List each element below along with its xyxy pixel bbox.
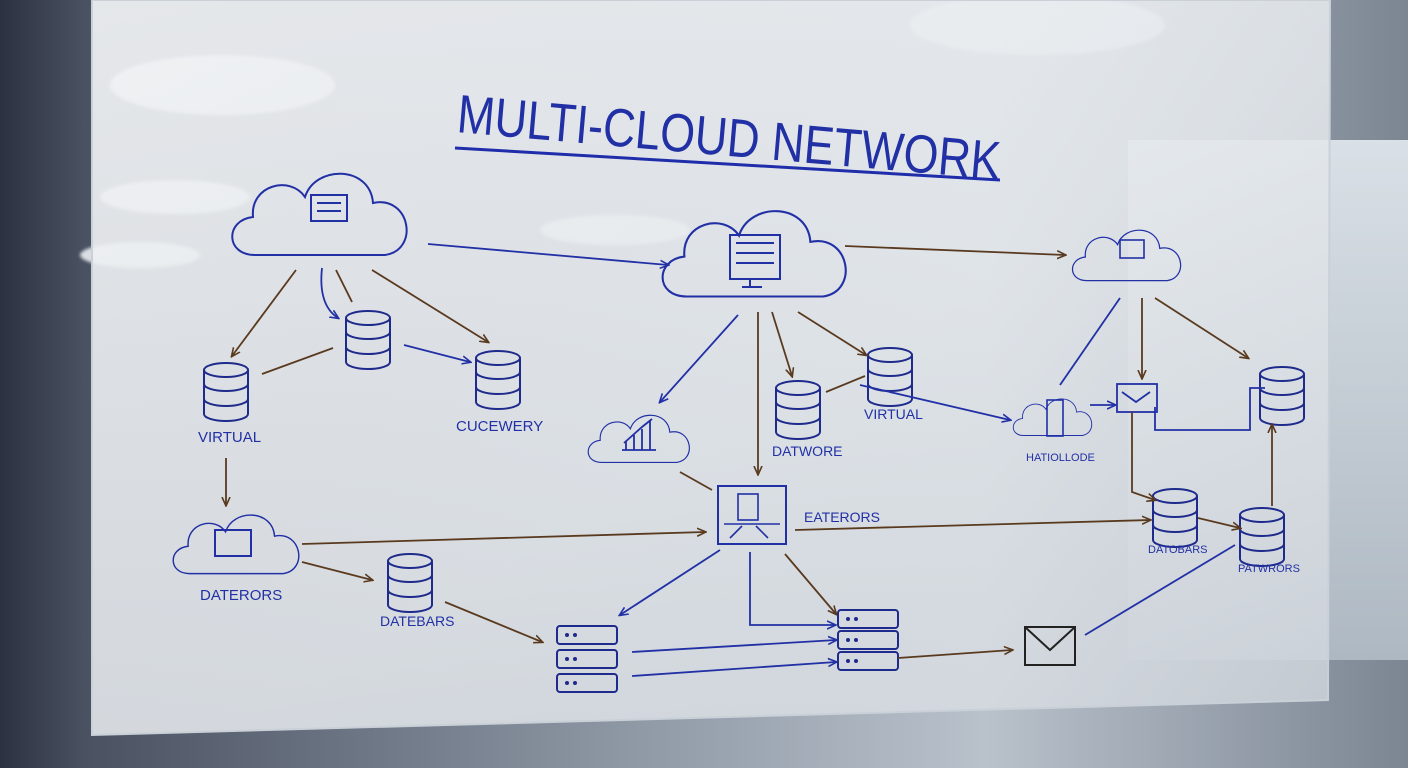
label-daterors-left: DATERORS [200, 587, 282, 604]
label-datebars-left: DATEBARS [380, 613, 454, 629]
cloud-center-node [661, 210, 847, 298]
cloud-left-node [231, 172, 408, 256]
cloud-right-node [1071, 229, 1182, 282]
envelope-icon [1024, 626, 1076, 666]
label-hatiollode: HATIOLLODE [1026, 452, 1095, 464]
title-underline [454, 146, 1001, 182]
cloud-hatiollode-node [1012, 398, 1093, 437]
glass-panel [91, 0, 1332, 737]
label-datwore: DATWORE [772, 443, 843, 459]
connectors-brown [226, 245, 1272, 659]
label-datobars: DATOBARS [1148, 544, 1208, 556]
label-eaterors: EATERORS [804, 509, 880, 525]
label-cucewery: CUCEWERY [456, 418, 543, 435]
label-virtual-mid: VIRTUAL [864, 406, 923, 422]
label-virtual-left: VIRTUAL [198, 429, 261, 446]
switch-node [1116, 383, 1158, 413]
hub-node [717, 485, 787, 545]
cloud-analytics-node [587, 414, 690, 463]
cloud-daterors-node [172, 514, 300, 575]
connectors-blue [320, 243, 1265, 677]
label-patwrors: PATWRORS [1238, 563, 1300, 575]
